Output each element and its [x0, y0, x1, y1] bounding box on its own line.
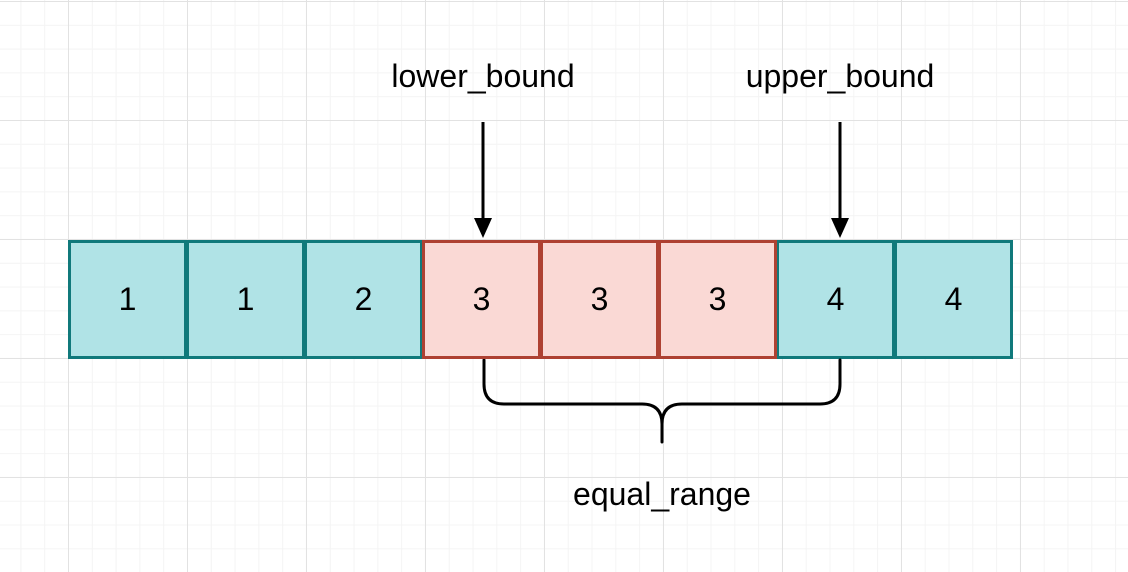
array-cell: 1	[68, 240, 187, 359]
equal-range-label: equal_range	[573, 476, 751, 512]
array-cell: 3	[658, 240, 777, 359]
array-cell: 1	[186, 240, 305, 359]
upper-bound-arrow	[831, 122, 849, 238]
array-cell: 2	[304, 240, 423, 359]
sorted-array: 1 1 2 3 3 3 4 4	[68, 240, 1020, 359]
lower-bound-arrow	[474, 122, 492, 238]
equal-range-brace	[482, 358, 842, 444]
array-cell: 4	[894, 240, 1013, 359]
array-cell: 3	[422, 240, 541, 359]
upper-bound-label: upper_bound	[745, 58, 935, 94]
array-cell: 4	[776, 240, 895, 359]
array-cell: 3	[540, 240, 659, 359]
lower-bound-label: lower_bound	[391, 58, 575, 94]
